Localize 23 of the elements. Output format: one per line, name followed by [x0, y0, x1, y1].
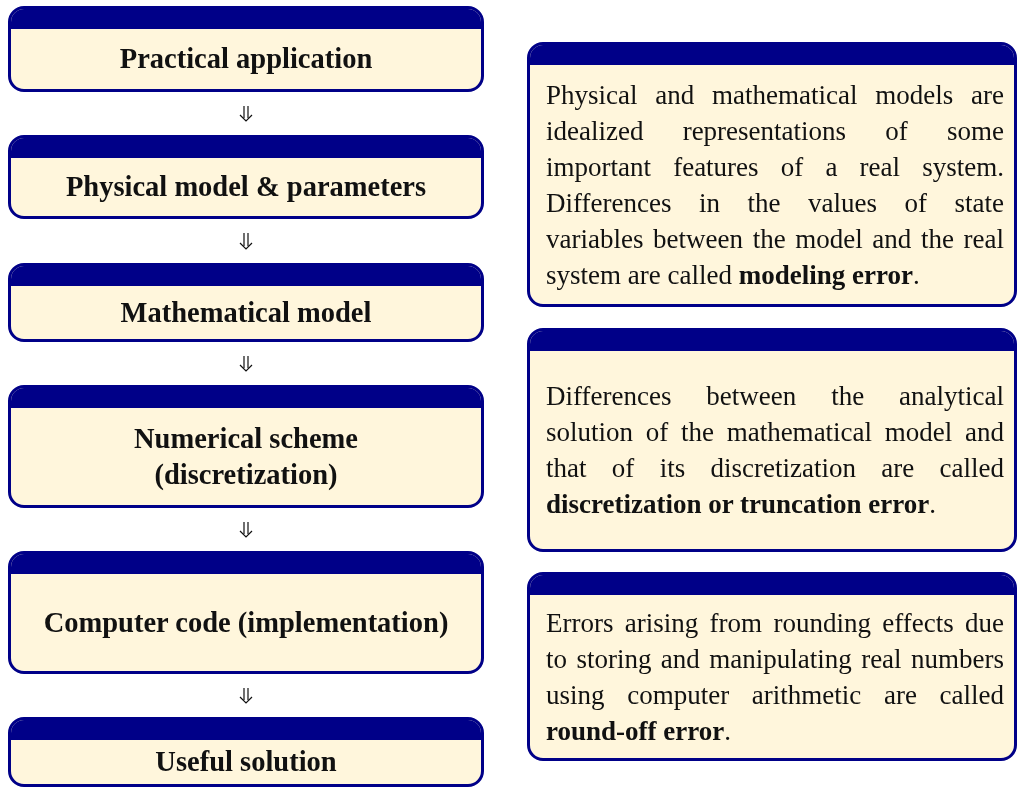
step-label: Computer code (implementation) [43, 605, 449, 640]
step-label: Mathematical model [120, 295, 372, 330]
process-box [8, 135, 484, 219]
note-box [527, 328, 1017, 552]
description-text: Physical and mathematical models are idealized representations of some important features of a real system. Differences in the values of state variables between the model and the real system are called modeling error. [546, 78, 1004, 292]
process-box [8, 385, 484, 508]
step-label: Practical application [119, 42, 373, 76]
arrow [239, 232, 253, 250]
process-box [8, 717, 484, 787]
process-box [8, 263, 484, 342]
arrow [239, 521, 253, 538]
description-text: Differences between the analytical solution of the mathematical model and that of its discretization are called discretization or truncation error. [546, 380, 1004, 521]
step-label: Useful solution [155, 745, 337, 779]
step-label: Physical model & parameters [65, 170, 427, 204]
step-label: Numerical scheme (discretization) [133, 421, 359, 492]
description-text: Errors arising from rounding effects due to storing and manipulating real numbers using computer arithmetic are called round-off error. [546, 606, 1004, 748]
process-box [8, 551, 484, 674]
note-box [527, 42, 1017, 307]
process-box [8, 6, 484, 92]
arrow [239, 355, 253, 372]
arrow [239, 687, 253, 704]
arrow [239, 105, 253, 122]
note-box [527, 572, 1017, 761]
